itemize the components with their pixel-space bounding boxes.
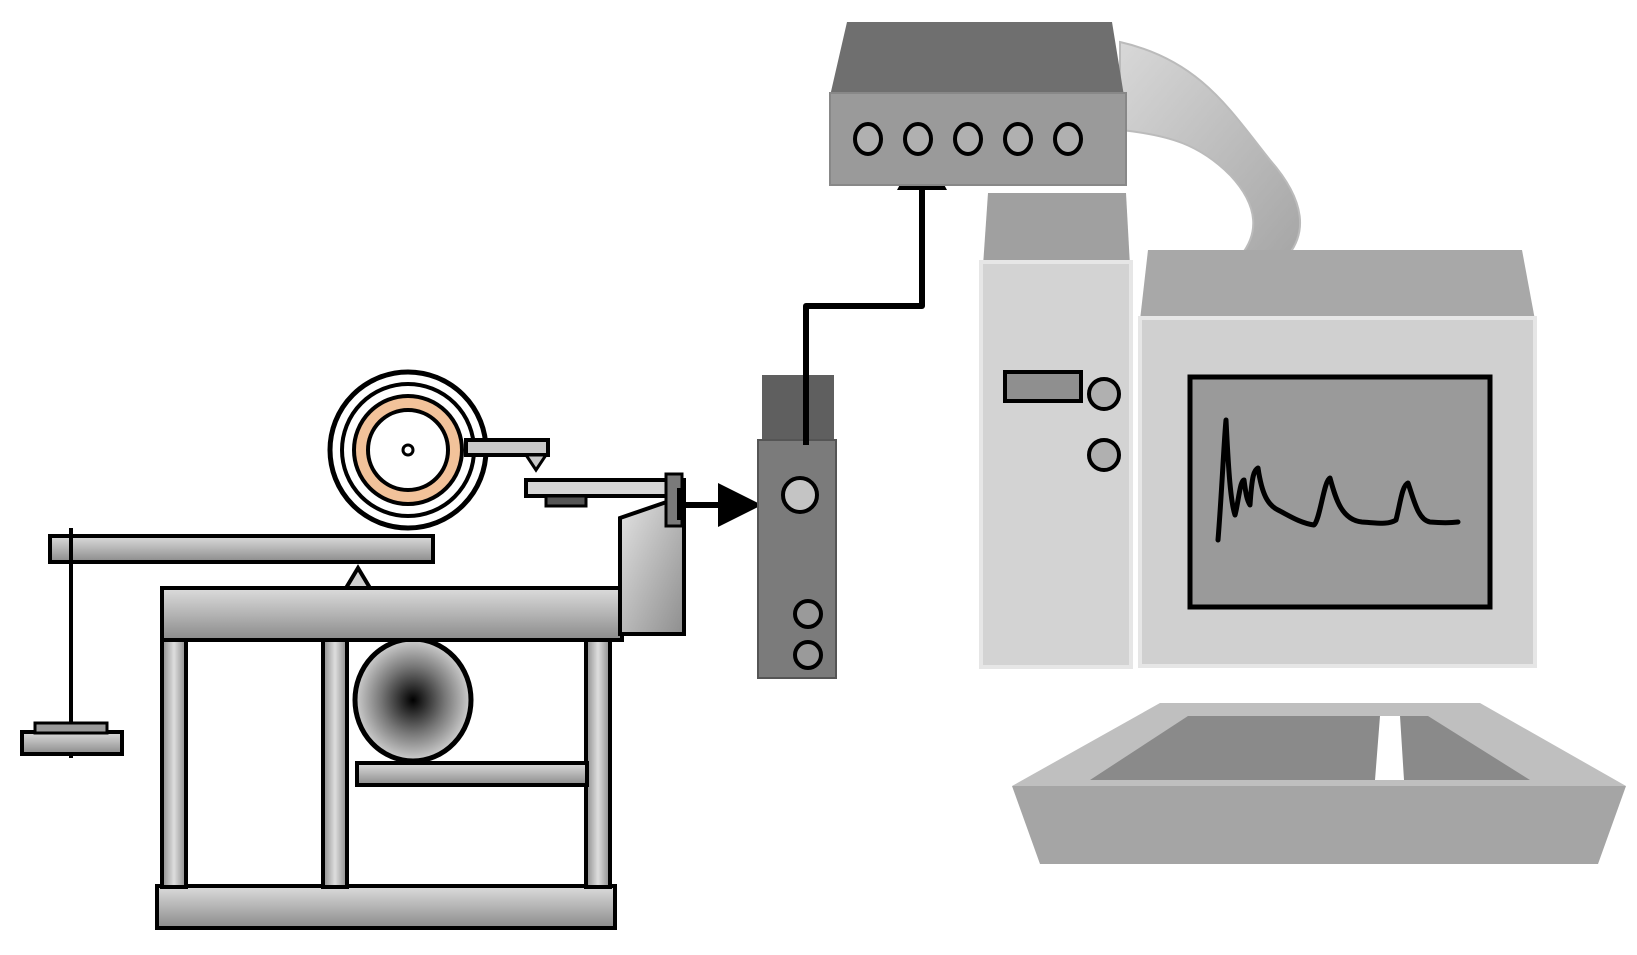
tower-drive-slot — [1003, 370, 1083, 403]
data-acquisition-box-icon — [829, 22, 1127, 186]
motor — [352, 636, 474, 764]
tribometer — [20, 369, 762, 930]
sensor-bracket — [618, 493, 686, 636]
arrow-right-icon — [718, 483, 762, 527]
pin-tip — [523, 453, 549, 473]
amplifier-input-port — [781, 476, 819, 514]
tower-top — [983, 193, 1130, 266]
keyboard-front — [1012, 786, 1626, 864]
amplifier-port — [793, 640, 823, 670]
force-sensor-beam — [524, 478, 686, 498]
signal-trace — [1215, 417, 1461, 543]
tower-button — [1087, 438, 1121, 472]
signal-cable — [803, 190, 925, 445]
amplifier-icon — [757, 375, 837, 679]
lever-arm — [48, 534, 435, 564]
motor-shelf — [355, 761, 589, 787]
daq-port — [953, 122, 983, 156]
desktop-computer-icon — [979, 193, 1626, 864]
load-weight — [20, 730, 124, 756]
lever-fulcrum — [342, 564, 374, 590]
rig-leg-middle — [321, 635, 349, 889]
rig-leg-left — [160, 635, 188, 889]
tower-button — [1087, 377, 1121, 411]
amplifier-port — [793, 599, 823, 629]
daq-port — [903, 122, 933, 156]
ribbon-cable — [1119, 40, 1302, 263]
rig-leg-right — [584, 635, 612, 889]
daq-top — [830, 22, 1124, 96]
strain-gauge — [544, 494, 588, 508]
pin-holder-arm — [464, 438, 550, 457]
specimen-disk — [327, 369, 489, 531]
rig-table-top — [160, 586, 624, 642]
amplifier-body — [757, 439, 837, 679]
monitor-screen — [1187, 374, 1493, 610]
daq-port — [853, 122, 883, 156]
load-weight-top — [33, 721, 109, 735]
daq-port — [1053, 122, 1083, 156]
keyboard-well — [1090, 716, 1530, 780]
keyboard-key-strip — [1375, 716, 1404, 780]
monitor-top — [1140, 250, 1535, 320]
amplifier-top — [762, 375, 834, 445]
daq-port — [1003, 122, 1033, 156]
rig-base — [155, 884, 617, 930]
